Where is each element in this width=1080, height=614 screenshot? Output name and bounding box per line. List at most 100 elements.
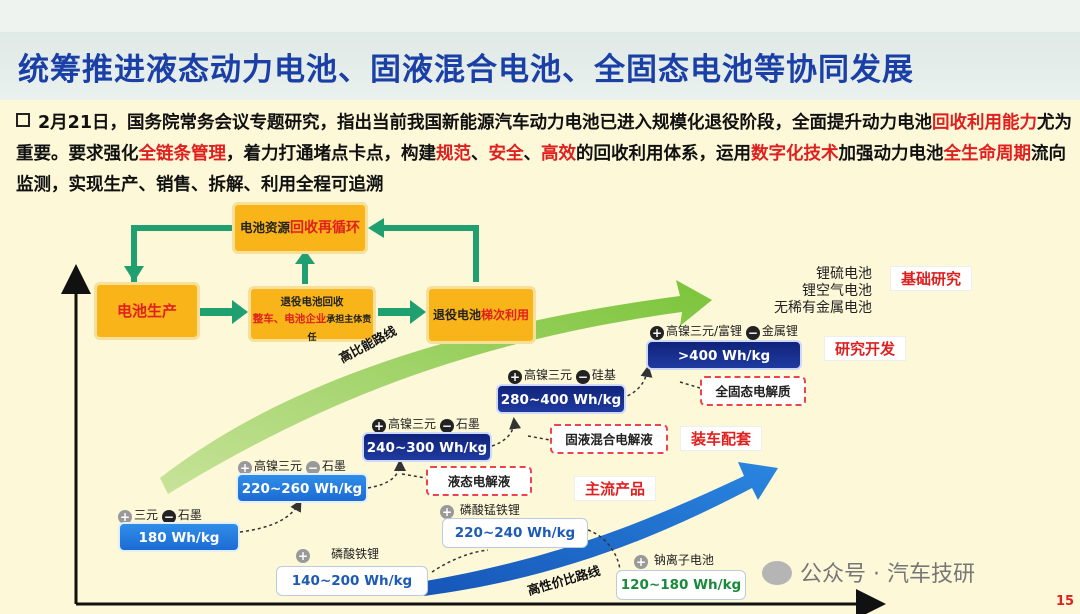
cathode-label: 高镍三元: [388, 417, 437, 431]
electrolyte-box: 全固态电解质: [700, 376, 806, 406]
cycle-arrow-right-head: [368, 218, 384, 238]
intro-text: 2月21日，国务院常务会议专题研究，指出当前我国新能源汽车动力电池已进入规模化退…: [38, 113, 933, 133]
intro-text: 、: [471, 144, 489, 164]
chemistry-tag: + 磷酸锰铁锂: [440, 501, 520, 519]
connector: [679, 381, 701, 389]
intro-text: 流向监测，实现生产、销售、拆解、利用全程可追溯: [16, 144, 1066, 195]
chemistry-tag: +高镍三元 −石墨: [372, 415, 480, 433]
cathode-label: 磷酸铁锂: [331, 547, 380, 561]
battery-production-box: 电池生产: [94, 282, 200, 340]
plus-icon: +: [508, 370, 522, 384]
energy-box: 120~180 Wh/kg: [616, 570, 746, 600]
energy-box: >400 Wh/kg: [646, 340, 802, 370]
watermark: 公众号 · 汽车技研: [762, 556, 975, 588]
plus-icon: +: [372, 419, 386, 433]
future-battery-item: 锂硫电池: [816, 266, 872, 282]
anode-label: 石墨: [455, 417, 480, 431]
connector: [621, 365, 653, 399]
title-stripe: [0, 32, 1080, 100]
cycle-arrow-up-head: [295, 250, 315, 264]
connector: [491, 417, 522, 447]
intro-highlight: 全生命周期: [943, 144, 1032, 164]
cycle-arrow-mid-1-head: [232, 300, 248, 324]
chemistry-tag: +三元 −石墨: [118, 506, 202, 524]
chemistry-tag: + 钠离子电池: [634, 551, 714, 569]
future-battery-item: 无稀有金属电池: [774, 300, 872, 316]
cost-route-arrow: [420, 462, 778, 596]
chemistry-tag: +高镍三元 −硅基: [508, 366, 616, 384]
plus-icon: +: [650, 326, 664, 340]
electrolyte-box: 固液混合电解液: [550, 424, 668, 454]
connector: [527, 435, 551, 441]
intro-highlight: 规范: [436, 144, 471, 164]
electrolyte-box: 液态电解液: [426, 466, 532, 496]
cathode-label: 高镍三元: [254, 459, 303, 473]
stage-mainstream: 主流产品: [574, 476, 657, 501]
anode-label: 金属锂: [761, 324, 798, 338]
intro-highlight: 全链条管理: [138, 144, 227, 164]
energy-box: 180 Wh/kg: [118, 522, 240, 552]
stage-rnd: 研究开发: [824, 336, 907, 361]
energy-box: 220~260 Wh/kg: [236, 473, 368, 503]
connector: [431, 549, 489, 573]
minus-icon: −: [305, 461, 320, 475]
resource-label: 电池资源: [239, 220, 290, 235]
watermark-text: 公众号 · 汽车技研: [800, 562, 975, 587]
retired-recycle-box: 退役电池回收整车、电池企业承担主体责任: [248, 286, 376, 343]
energy-box: 280~400 Wh/kg: [496, 384, 626, 414]
chemistry-tag: + 磷酸铁锂: [296, 545, 379, 563]
resource-recycle-box: 电池资源回收再循环: [232, 202, 368, 254]
minus-icon: −: [161, 510, 176, 524]
future-battery-item: 锂空气电池: [802, 283, 872, 299]
anode-label: 石墨: [321, 459, 346, 473]
intro-text: 加强动力电池: [838, 144, 944, 164]
plus-icon: +: [634, 555, 648, 569]
intro-paragraph: 2月21日，国务院常务会议专题研究，指出当前我国新能源汽车动力电池已进入规模化退…: [16, 108, 1076, 201]
stage-vehicle: 装车配套: [680, 426, 763, 451]
energy-box: 240~300 Wh/kg: [362, 432, 492, 462]
minus-icon: −: [745, 326, 760, 340]
connector: [367, 459, 406, 489]
chemistry-tag: +高镍三元/富锂 −金属锂: [650, 322, 798, 340]
minus-icon: −: [575, 370, 590, 384]
cathode-label: 磷酸锰铁锂: [459, 503, 520, 517]
wechat-icon: [762, 561, 792, 585]
anode-label: 石墨: [177, 508, 202, 522]
intro-highlight: 回收利用能力: [932, 113, 1038, 133]
bullet-icon: [16, 113, 30, 127]
recycle-responsibility: 承担主体责任: [307, 315, 372, 343]
intro-highlight: 高效: [541, 144, 576, 164]
cascade-utilization-box: 退役电池梯次利用: [426, 286, 536, 344]
resource-highlight: 回收再循环: [290, 220, 360, 236]
intro-text: ，着力打通堵点卡点，构建: [226, 144, 436, 164]
title-bar: [0, 0, 1080, 100]
intro-text: 的回收利用体系，运用: [576, 144, 751, 164]
cathode-label: 三元: [134, 508, 159, 522]
future-batteries: 锂硫电池 锂空气电池 无稀有金属电池: [760, 266, 872, 317]
production-label: 电池生产: [116, 302, 177, 320]
intro-text: 尤为重要。要求强化: [16, 113, 1073, 164]
stage-basic: 基础研究: [890, 266, 973, 291]
cycle-arrow-left-head: [124, 266, 144, 282]
chemistry-tag: +高镍三元 −石墨: [238, 457, 346, 475]
connector: [239, 499, 302, 533]
cathode-label: 钠离子电池: [653, 553, 714, 567]
cycle-arrow-right: [378, 225, 479, 282]
minus-icon: −: [439, 419, 454, 433]
connector: [401, 473, 427, 479]
plus-icon: +: [118, 510, 132, 524]
energy-box: 140~200 Wh/kg: [276, 566, 428, 596]
plus-icon: +: [296, 549, 310, 563]
plus-icon: +: [238, 461, 252, 475]
cascade-label: 退役电池: [432, 308, 481, 322]
intro-highlight: 安全: [488, 144, 524, 164]
plus-icon: +: [440, 505, 454, 519]
recycle-highlight: 整车、电池企业: [252, 313, 327, 325]
energy-box: 220~240 Wh/kg: [442, 518, 588, 548]
intro-text: 、: [523, 144, 542, 164]
intro-highlight: 数字化技术: [751, 144, 839, 164]
cathode-label: 高镍三元/富锂: [666, 324, 743, 338]
recycle-label: 退役电池回收: [280, 296, 344, 308]
page-title: 统筹推进液态动力电池、固液混合电池、全固态电池等协同发展: [18, 52, 914, 88]
